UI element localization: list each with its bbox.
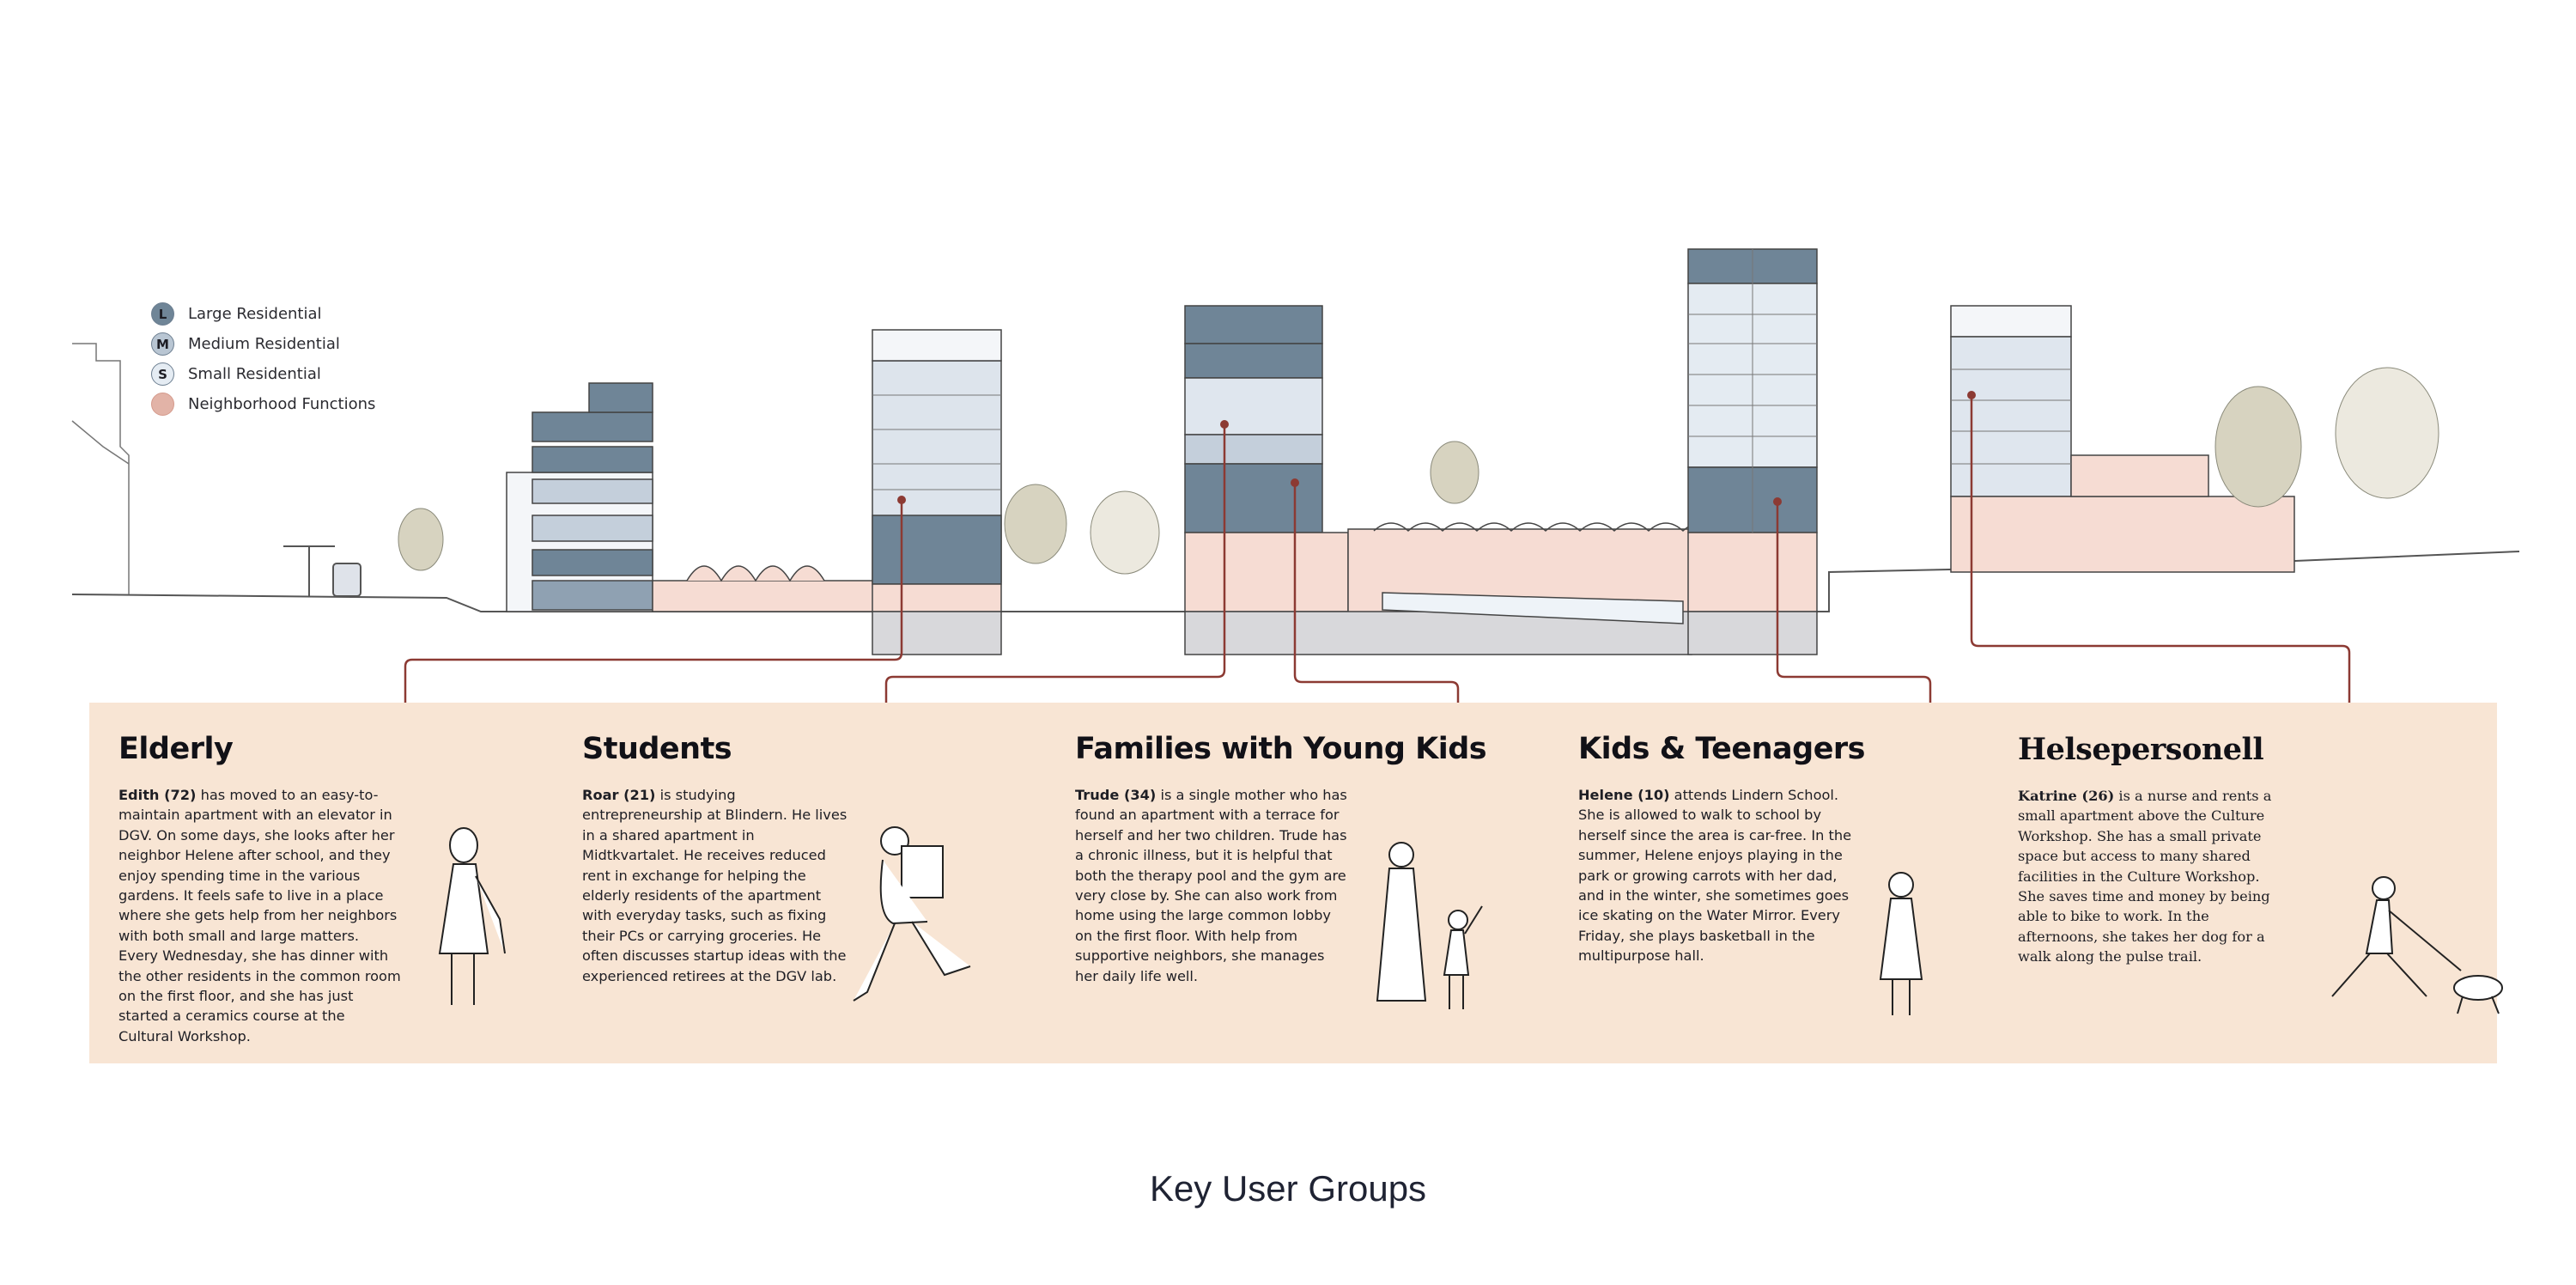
building-kids: [1687, 248, 1818, 655]
group-title: Families with Young Kids: [1075, 732, 1487, 766]
student-figure-illustration: [853, 826, 971, 1002]
legend-item-small: S Small Residential: [151, 359, 375, 389]
group-healthcare: Helsepersonell Katrine (26) is a nurse a…: [2018, 732, 2275, 967]
legend-marker-functions: [151, 393, 174, 416]
building-students: [872, 329, 1002, 655]
leader-dots: [897, 391, 1976, 506]
persona-text: is studying entrepreneurship at Blindern…: [582, 787, 848, 984]
page-title: Key User Groups: [1149, 1168, 1427, 1209]
persona-text: is a single mother who has found an apar…: [1075, 787, 1347, 984]
group-description: Helene (10) attends Lindern School. She …: [1578, 785, 1853, 966]
group-title: Elderly: [118, 732, 234, 766]
trees: [398, 367, 2439, 575]
legend-marker-small: S: [151, 362, 174, 386]
group-students: Students Roar (21) is studying entrepren…: [582, 732, 848, 986]
persona-text: is a nurse and rents a small apartment a…: [2018, 788, 2272, 965]
bus-stop: [283, 545, 361, 597]
group-title: Students: [582, 732, 732, 766]
group-description: Trude (34) is a single mother who has fo…: [1075, 785, 1350, 986]
group-kids-teenagers: Kids & Teenagers Helene (10) attends Lin…: [1578, 732, 1866, 966]
persona-name: Helene (10): [1578, 787, 1670, 803]
user-groups-panel: [89, 703, 2497, 1063]
group-title: Helsepersonell: [2018, 732, 2264, 767]
building-healthcare: [1950, 305, 2295, 573]
legend-item-functions: Neighborhood Functions: [151, 389, 375, 419]
legend-marker-medium: M: [151, 332, 174, 356]
persona-name: Edith (72): [118, 787, 197, 803]
leader-lines: [404, 395, 2351, 838]
legend-label: Medium Residential: [188, 335, 340, 353]
elderly-figure-illustration: [438, 827, 506, 1005]
persona-text: attends Lindern School. She is allowed t…: [1578, 787, 1852, 965]
context-building-left: [71, 343, 130, 594]
nurse-with-dog-illustration: [2331, 876, 2503, 1014]
legend-marker-large: L: [151, 302, 174, 326]
group-description: Edith (72) has moved to an easy-to-maint…: [118, 785, 402, 1046]
legend-label: Neighborhood Functions: [188, 395, 376, 413]
persona-name: Katrine (26): [2018, 788, 2115, 804]
legend-item-medium: M Medium Residential: [151, 329, 375, 359]
group-title: Kids & Teenagers: [1578, 732, 1866, 766]
group-families: Families with Young Kids Trude (34) is a…: [1075, 732, 1487, 986]
legend-label: Small Residential: [188, 365, 321, 383]
family-figure-illustration: [1376, 842, 1483, 1009]
persona-text: has moved to an easy-to-maintain apartme…: [118, 787, 401, 1044]
group-elderly: Elderly Edith (72) has moved to an easy-…: [118, 732, 402, 1046]
persona-name: Trude (34): [1075, 787, 1157, 803]
legend: L Large Residential M Medium Residential…: [151, 299, 375, 419]
group-description: Katrine (26) is a nurse and rents a smal…: [2018, 786, 2275, 967]
legend-label: Large Residential: [188, 305, 322, 323]
kid-figure-illustration: [1879, 872, 1923, 1015]
building-families: [1184, 305, 1718, 655]
building-elderly: [506, 382, 877, 612]
legend-item-large: L Large Residential: [151, 299, 375, 329]
group-description: Roar (21) is studying entrepreneurship a…: [582, 785, 848, 986]
persona-name: Roar (21): [582, 787, 656, 803]
